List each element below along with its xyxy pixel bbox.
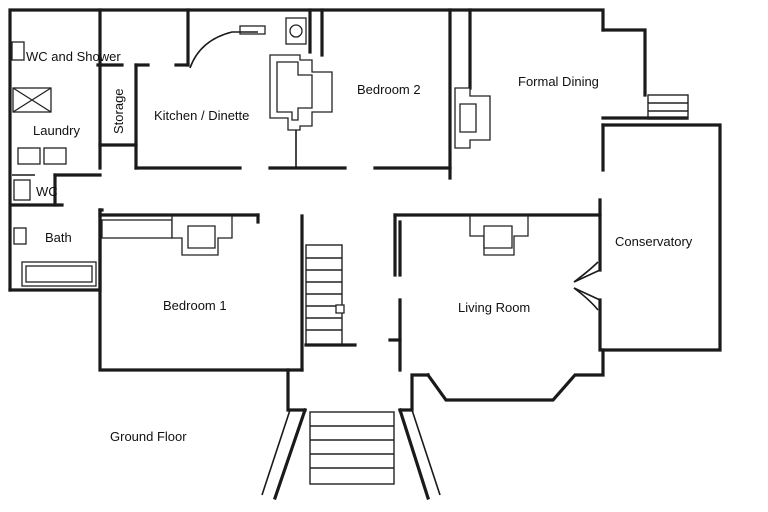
- room-label-living-room: Living Room: [458, 300, 531, 315]
- room-label-storage: Storage: [111, 88, 126, 134]
- room-label-kitchen: Kitchen / Dinette: [154, 108, 250, 123]
- room-label-conservatory: Conservatory: [615, 234, 693, 249]
- room-label-wc-shower: WC and Shower: [26, 49, 121, 64]
- room-label-bedroom-2: Bedroom 2: [357, 82, 421, 97]
- interior-walls: [10, 8, 688, 372]
- room-label-formal-dining: Formal Dining: [518, 74, 599, 89]
- side-steps: [647, 94, 689, 120]
- bathroom-fixtures: [11, 41, 97, 287]
- conservatory-doors: [573, 261, 601, 311]
- room-label-wc: WC: [36, 184, 58, 199]
- staircase: [304, 244, 357, 347]
- front-steps: [261, 407, 441, 501]
- room-label-bath: Bath: [45, 230, 72, 245]
- outer-walls: [8, 8, 722, 412]
- room-label-bedroom-1: Bedroom 1: [163, 298, 227, 313]
- fireplaces: [171, 17, 529, 256]
- floor-label: Ground Floor: [110, 429, 187, 444]
- room-label-laundry: Laundry: [33, 123, 80, 138]
